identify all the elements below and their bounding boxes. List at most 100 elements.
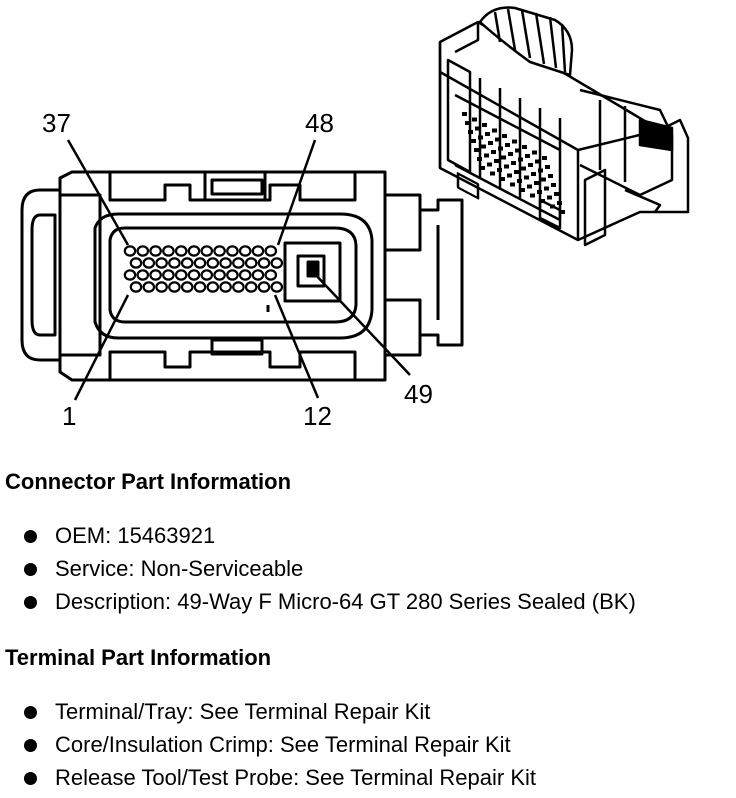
iso-cavity	[488, 141, 493, 145]
iso-cavity	[504, 164, 509, 169]
terminal-cavity	[206, 257, 220, 269]
iso-cavity	[494, 159, 499, 163]
leader-lines	[66, 139, 411, 401]
iso-cavity	[527, 184, 532, 189]
iso-cavity	[490, 171, 495, 176]
iso-cavity	[491, 150, 496, 154]
iso-cavity	[531, 172, 536, 176]
iso-cavity	[540, 199, 545, 203]
iso-cavity	[477, 157, 482, 161]
iso-cavity	[550, 204, 555, 209]
terminal-cavity	[264, 269, 278, 281]
terminal-cavity	[193, 257, 207, 269]
pin-label-48: 48	[305, 108, 334, 138]
terminal-cavity	[168, 281, 181, 293]
bullet-icon	[24, 596, 37, 609]
terminal-cavity	[187, 245, 201, 257]
terminal-cavity	[168, 257, 181, 269]
iso-cavity	[508, 152, 513, 156]
terminal-cavity	[193, 281, 207, 293]
leader-line-1	[73, 294, 130, 401]
terminal-cavity	[136, 269, 150, 281]
list-item: Description: 49-Way F Micro-64 GT 280 Se…	[0, 585, 636, 618]
iso-cavity	[535, 159, 540, 164]
bullet-icon	[24, 706, 37, 719]
iso-cavity	[507, 173, 512, 178]
iso-cavity	[482, 123, 487, 127]
iso-cavity	[505, 143, 510, 147]
iso-cavity	[484, 153, 489, 158]
iso-cavity	[530, 193, 535, 198]
terminal-cavity	[206, 281, 220, 293]
pin-label-1: 1	[62, 401, 76, 431]
list-item-text: Core/Insulation Crimp: See Terminal Repa…	[55, 732, 511, 757]
iso-cavity	[515, 148, 520, 153]
iso-cavity	[541, 177, 546, 182]
terminal-cavity	[123, 245, 137, 257]
terminal-cavity	[264, 245, 278, 257]
connector-face-view	[20, 170, 464, 382]
terminal-cavity	[244, 257, 258, 269]
iso-cavity	[554, 192, 559, 196]
iso-cavity	[525, 154, 530, 158]
iso-cavity	[545, 165, 550, 169]
iso-cavity	[501, 155, 506, 160]
iso-cavity	[471, 139, 476, 143]
iso-cavity	[510, 182, 515, 187]
list-item: Terminal/Tray: See Terminal Repair Kit	[0, 695, 536, 728]
connector-diagram: 37 48 1 12 49	[20, 6, 690, 431]
terminal-cavity	[142, 257, 156, 269]
terminal-cavity-grid	[123, 245, 284, 293]
leader-line-48	[276, 139, 317, 246]
terminal-cavity	[226, 269, 239, 281]
list-item: Service: Non-Serviceable	[0, 552, 636, 585]
bullet-icon	[24, 530, 37, 543]
iso-cavity	[478, 135, 483, 140]
iso-cavity	[520, 188, 525, 192]
iso-cavity	[498, 146, 503, 151]
iso-cavity	[497, 168, 502, 172]
list-item: Release Tool/Test Probe: See Terminal Re…	[0, 761, 536, 794]
iso-cavity	[548, 174, 553, 178]
iso-cavity	[532, 150, 537, 155]
iso-cavity	[500, 177, 505, 181]
iso-cavity	[522, 145, 527, 149]
terminal-cavity	[180, 257, 194, 269]
iso-cavity	[544, 186, 549, 191]
list-item-text: Release Tool/Test Probe: See Terminal Re…	[55, 765, 536, 790]
iso-cavity	[511, 161, 516, 165]
leader-line-12	[273, 294, 320, 399]
iso-cavity	[524, 175, 529, 180]
iso-cavity	[538, 168, 543, 173]
terminal-cavity	[213, 269, 226, 281]
pin-label-49: 49	[404, 379, 433, 409]
bullet-icon	[24, 563, 37, 576]
iso-cavity	[534, 181, 539, 185]
terminal-cavity	[244, 281, 258, 293]
terminal-cavity	[232, 281, 245, 293]
iso-cavity	[502, 134, 507, 138]
terminal-cavity	[200, 245, 214, 257]
iso-cavity	[557, 201, 562, 205]
pin-label-37: 37	[42, 108, 71, 138]
connector-section-title: Connector Part Information	[5, 469, 292, 494]
connector-isometric-view	[438, 6, 690, 247]
iso-cavity	[465, 121, 470, 125]
terminal-cavity	[142, 281, 156, 293]
terminal-cavity	[187, 269, 201, 281]
iso-cavity	[518, 157, 523, 162]
pin-label-12: 12	[303, 401, 332, 431]
terminal-cavity	[155, 281, 168, 293]
terminal-cavity	[123, 269, 137, 281]
iso-cavity	[521, 166, 526, 171]
terminal-cavity	[257, 281, 271, 293]
terminal-cavity	[162, 269, 175, 281]
iso-cavity	[495, 137, 500, 142]
iso-cavity	[487, 162, 492, 167]
iso-cavity	[517, 179, 522, 183]
iso-cavity	[468, 130, 473, 134]
iso-cavity	[537, 190, 542, 194]
iso-cavity	[512, 139, 517, 144]
